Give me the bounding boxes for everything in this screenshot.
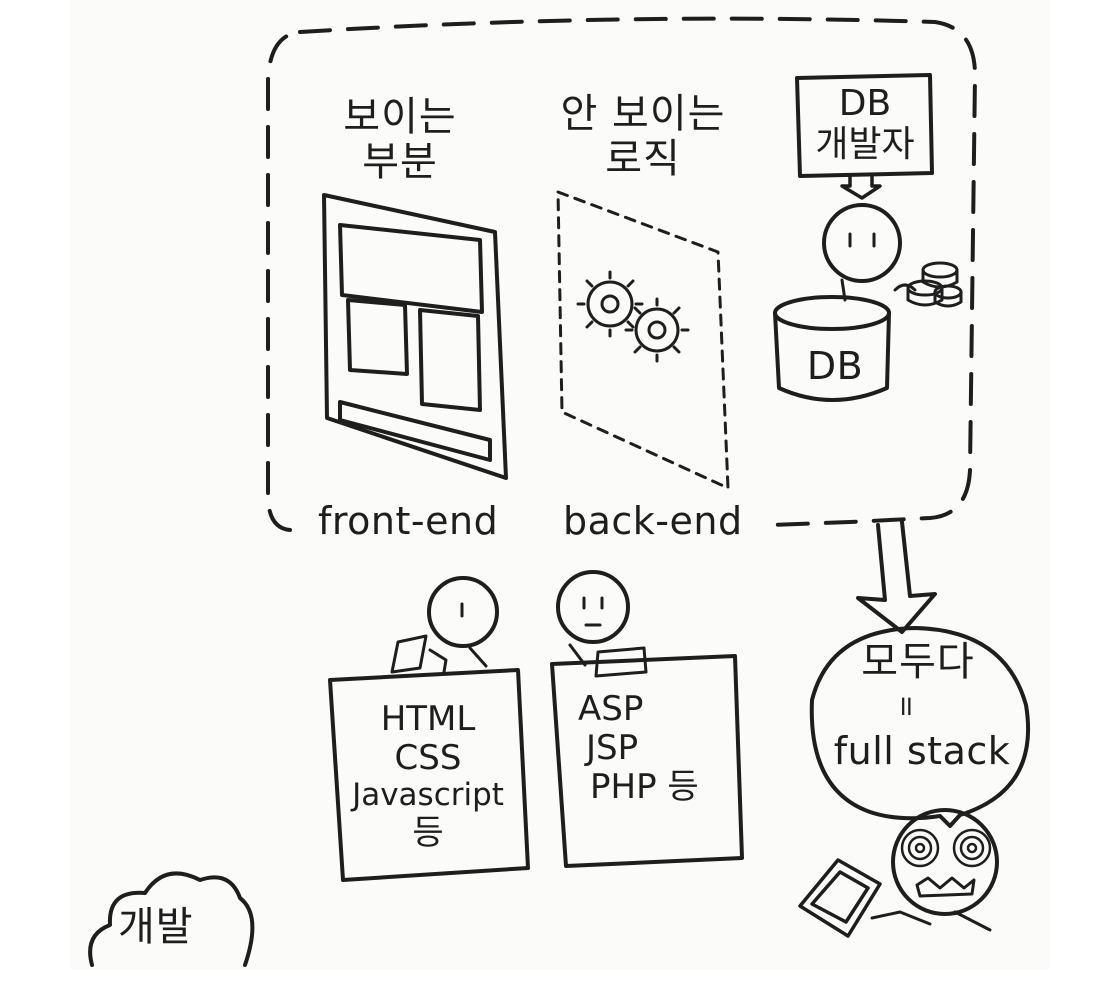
db-developer-label: DB 개발자 [815, 83, 914, 166]
down-arrow [856, 520, 937, 634]
frontend-developer-head [427, 576, 499, 648]
invisible-logic-line2: 로직 [605, 135, 681, 182]
database-cylinder-icon [773, 295, 891, 402]
visible-part-label: 보이는 부분 [343, 95, 456, 185]
visible-part-line2: 부분 [362, 138, 438, 185]
backend-developer-head [556, 570, 630, 644]
backend-developer-face [582, 596, 604, 627]
backend-stack-item: JSP [586, 728, 639, 769]
backend-stack-list: ASP JSP PHP 등 [578, 689, 699, 808]
db-developer-line1: DB [838, 83, 892, 124]
backend-logic-panel [556, 190, 730, 490]
dashed-boundary [266, 16, 977, 532]
laptop-icon [390, 634, 488, 674]
all-label: 모두다 [861, 639, 975, 685]
tablet-icon [798, 858, 882, 938]
wavy-mouth [915, 876, 976, 898]
frontend-stack-item: Javascript [352, 777, 504, 814]
backend-stack-box [550, 654, 744, 868]
db-developer-sign [795, 73, 934, 178]
fullstack-developer-arms [870, 910, 992, 932]
db-developer-eyes [848, 232, 876, 248]
full-stack-balloon [809, 626, 1031, 828]
frontend-label: front-end [318, 499, 499, 543]
webpage-wireframe-icon [322, 193, 508, 480]
coin-stack-icon [906, 261, 963, 308]
frontend-stack-item: CSS [394, 738, 462, 779]
frontend-stack-item: HTML [380, 699, 476, 739]
backend-stack-item: PHP 등 [590, 767, 699, 808]
visible-part-line1: 보이는 [343, 94, 457, 140]
equals-mark: ॥ [896, 689, 914, 722]
db-cylinder-label: DB [806, 344, 864, 388]
development-label: 개발 [118, 904, 194, 950]
frontend-stack-box [328, 668, 530, 882]
frontend-stack-item: 등 [412, 812, 444, 853]
backend-label: back-end [563, 499, 743, 543]
spiral-eyes [900, 828, 992, 868]
invisible-logic-line1: 안 보이는 [560, 91, 726, 137]
backend-stack-item: ASP [578, 689, 644, 729]
db-developer-head [822, 203, 902, 283]
db-developer-line2: 개발자 [815, 124, 915, 166]
development-cloud [88, 871, 255, 967]
gear-icon [576, 270, 644, 338]
fullstack-developer-head [891, 808, 999, 916]
sign-arrow [840, 174, 882, 200]
gear-icon [624, 297, 690, 363]
invisible-logic-label: 안 보이는 로직 [561, 92, 726, 182]
full-stack-label: full stack [833, 729, 1011, 773]
frontend-stack-list: HTML CSS Javascript 등 [352, 699, 504, 853]
